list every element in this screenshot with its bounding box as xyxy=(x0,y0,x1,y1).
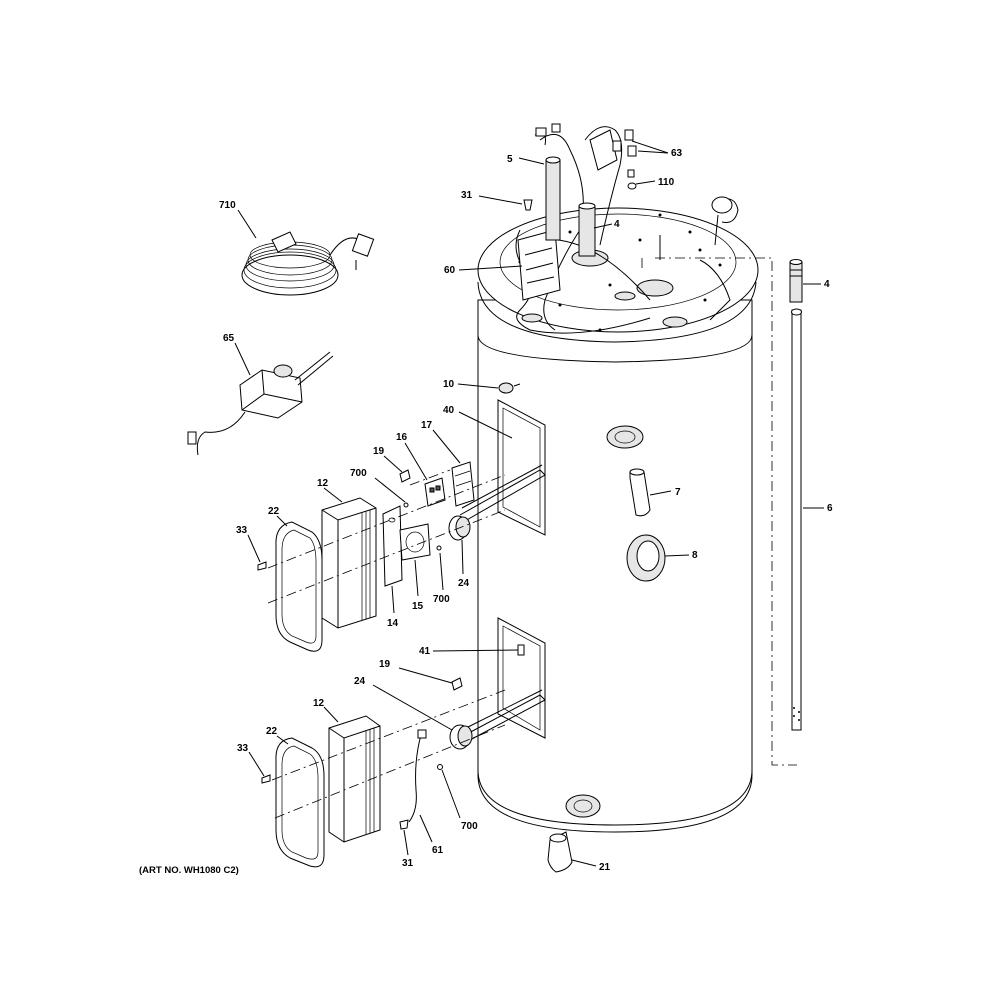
screw-33-lower xyxy=(261,774,271,784)
screw-top xyxy=(523,199,533,211)
insulation-12-lower xyxy=(328,715,381,843)
access-cover-22-lower xyxy=(275,737,325,868)
thermostat-wire-assembly xyxy=(589,129,618,171)
fitting-7 xyxy=(629,471,651,517)
nipple-right xyxy=(789,261,803,303)
upper-access-opening xyxy=(497,399,546,536)
water-heater-tank xyxy=(477,207,759,833)
insulation-12-upper xyxy=(321,497,377,629)
callout-8: 8 xyxy=(692,550,698,561)
screw-31-lower xyxy=(399,819,409,830)
small-plug xyxy=(627,182,637,190)
top-sensor xyxy=(711,196,733,214)
callout-10: 10 xyxy=(443,379,455,390)
callout-12-bot: 12 xyxy=(313,698,325,709)
leader-lines xyxy=(234,140,824,867)
callout-4-right: 4 xyxy=(824,279,830,290)
callout-41: 41 xyxy=(419,646,431,657)
callout-19-bot: 19 xyxy=(379,659,391,670)
cold-inlet-fitting xyxy=(636,279,674,297)
callout-31-bot: 31 xyxy=(402,858,414,869)
callout-labels: 5 63 31 110 710 4 60 4 65 10 40 17 16 19… xyxy=(139,148,833,876)
callout-17: 17 xyxy=(421,420,433,431)
callout-15: 15 xyxy=(412,601,424,612)
callout-31-top: 31 xyxy=(461,190,473,201)
callout-22-top: 22 xyxy=(268,506,280,517)
callout-19-top: 19 xyxy=(373,446,385,457)
heat-trap-nipple xyxy=(578,205,596,257)
art-number: (ART NO. WH1080 C2) xyxy=(139,865,239,876)
clip-19-lower xyxy=(451,677,463,691)
top-wiring-harness xyxy=(515,123,739,334)
callout-4-top: 4 xyxy=(614,219,620,230)
callout-14: 14 xyxy=(387,618,399,629)
callout-710: 710 xyxy=(219,200,236,211)
anode-rod xyxy=(789,259,803,731)
anode-rod-body xyxy=(791,309,802,731)
clip-19-upper xyxy=(399,469,411,483)
callout-6: 6 xyxy=(827,503,833,514)
callout-21: 21 xyxy=(599,862,611,873)
lower-element-assembly xyxy=(261,644,573,873)
eco-16 xyxy=(424,477,446,507)
callout-22-bot: 22 xyxy=(266,726,278,737)
part-41 xyxy=(517,644,525,656)
drain-valve-21 xyxy=(547,831,573,873)
power-cord-710 xyxy=(241,231,375,296)
callout-40: 40 xyxy=(443,405,455,416)
drain-port xyxy=(565,794,601,818)
dip-tube xyxy=(545,159,561,241)
bracket-14 xyxy=(382,505,403,587)
cover-15 xyxy=(399,523,431,561)
callout-33-bot: 33 xyxy=(237,743,249,754)
callout-60: 60 xyxy=(444,265,456,276)
callout-700-c: 700 xyxy=(461,821,478,832)
assembly-dash-lines xyxy=(267,469,506,819)
callout-700-b: 700 xyxy=(433,594,450,605)
callout-110: 110 xyxy=(658,177,675,188)
callout-65: 65 xyxy=(223,333,235,344)
callout-24-top: 24 xyxy=(458,578,470,589)
control-65 xyxy=(187,351,334,456)
callout-7: 7 xyxy=(675,487,681,498)
callout-33-top: 33 xyxy=(236,525,248,536)
callout-61: 61 xyxy=(432,845,444,856)
screw-33-upper xyxy=(257,561,267,571)
callout-24-bot: 24 xyxy=(354,676,366,687)
anode-port xyxy=(606,425,644,449)
callout-700-a: 700 xyxy=(350,468,367,479)
ground-wire-61 xyxy=(408,734,422,823)
lower-access-opening xyxy=(497,617,546,739)
callout-12-top: 12 xyxy=(317,478,329,489)
access-cover-22-upper xyxy=(275,521,323,652)
plug-10 xyxy=(498,382,514,394)
callout-16: 16 xyxy=(396,432,408,443)
callout-63: 63 xyxy=(671,148,683,159)
callout-5: 5 xyxy=(507,154,513,165)
